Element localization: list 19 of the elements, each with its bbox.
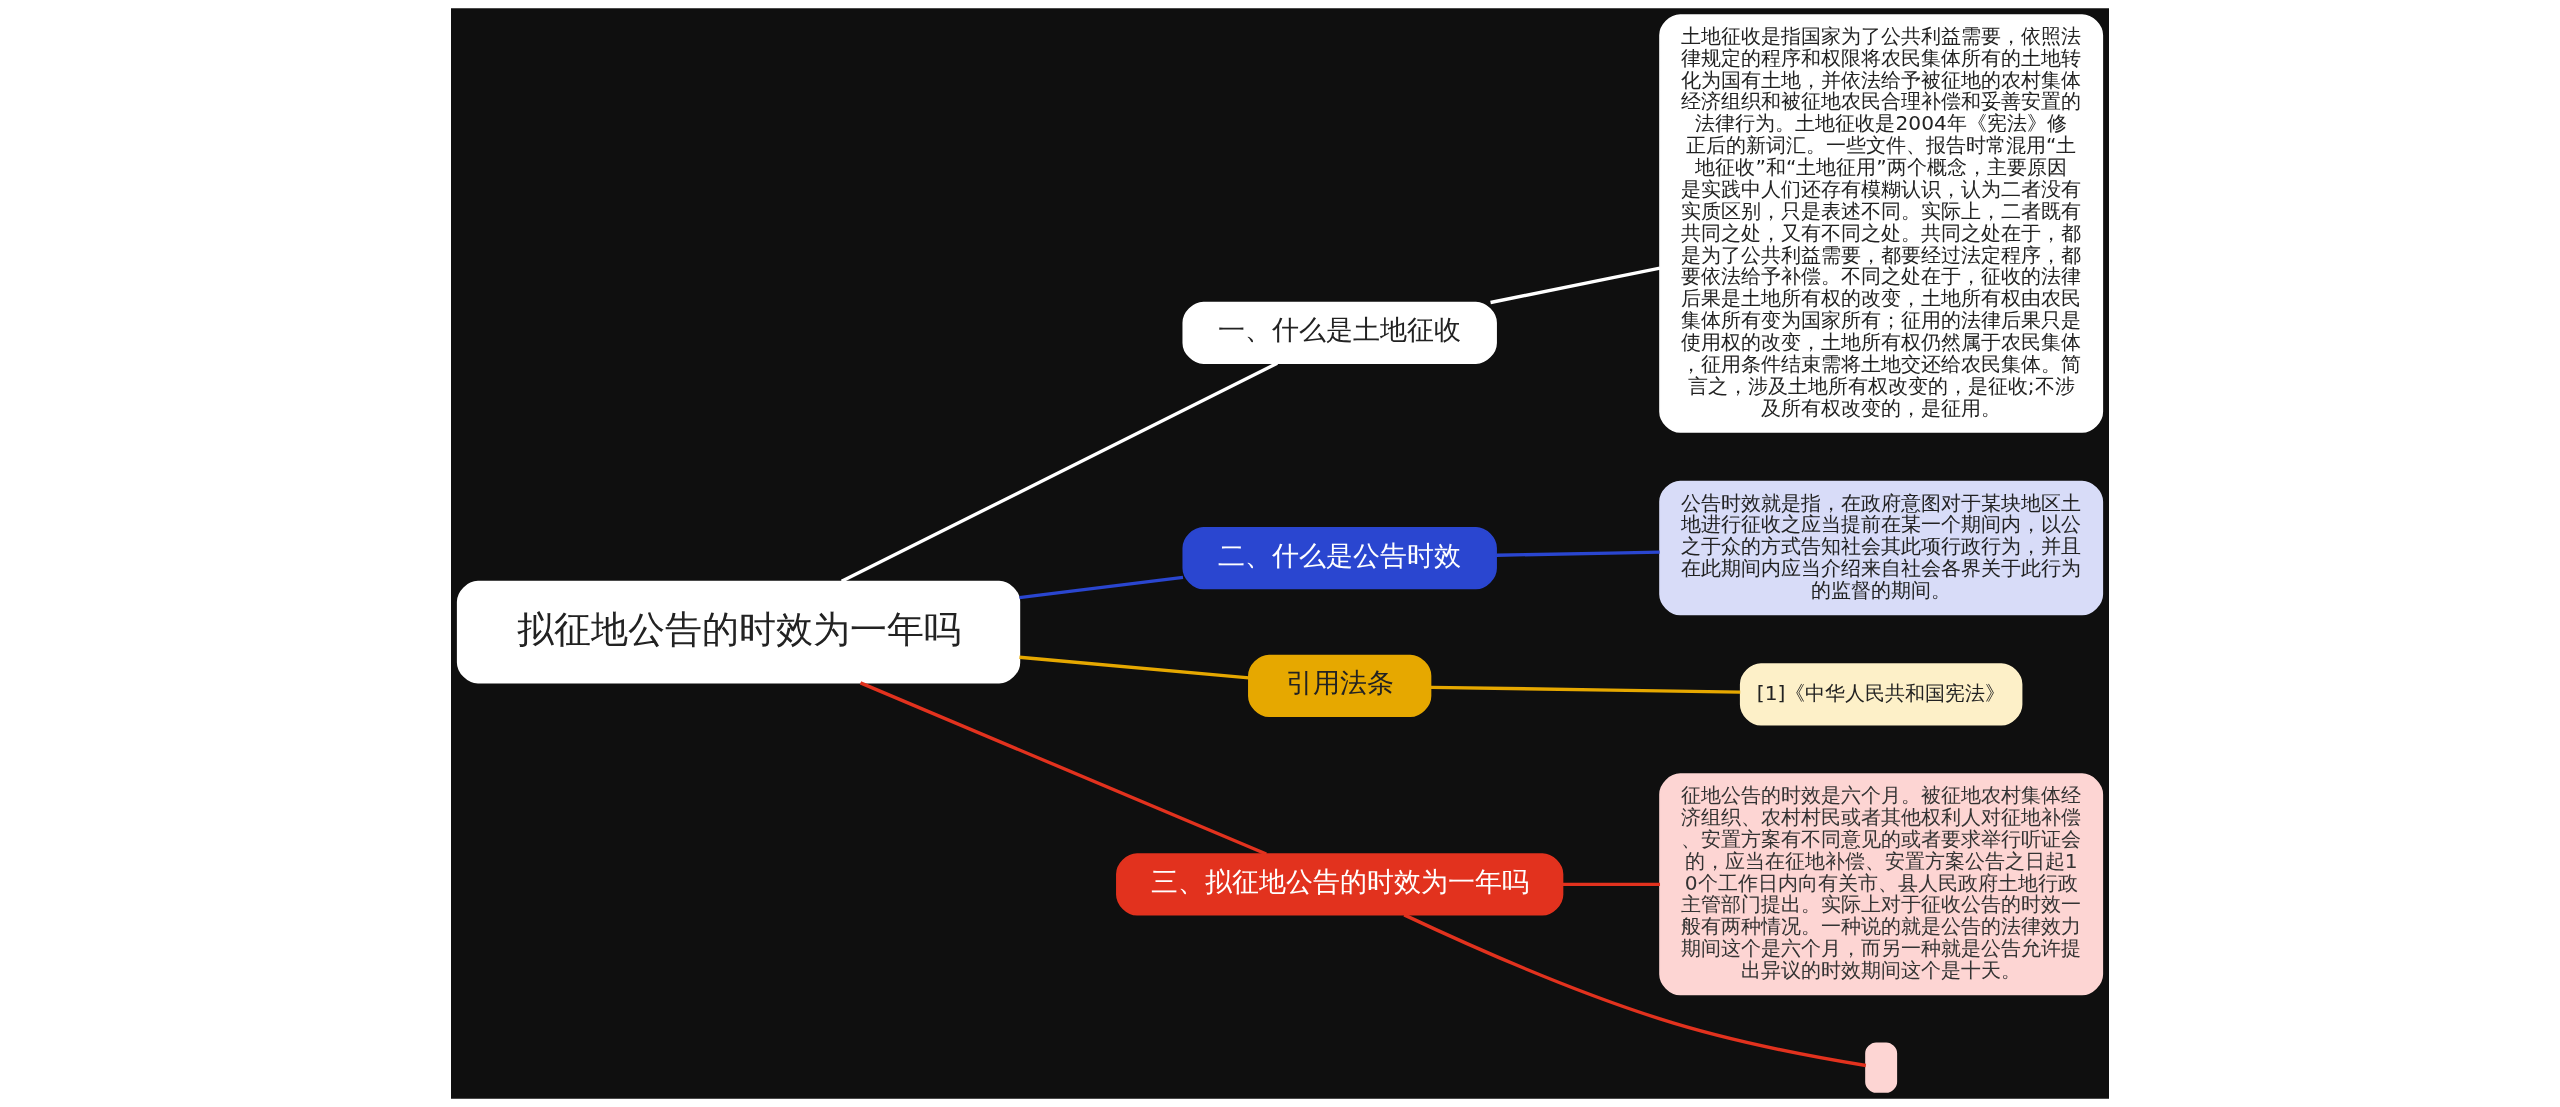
node-box: 土地征收是指国家为了公共利益需要，依照法律规定的程序和权限将农民集体所有的土地转化为国有土地，并依法给予被征地的农村集体经济组织和被征地农民合理补偿和妥善安置的法律行为。土地征收是2004年《宪法》修正后的新词汇。一些文件、报告时常混用“土地征收”和“土地征用”两个概念，主要原因是实践中人们还存有模糊认识，认为二者没有实质区别，只是表述不同。实际上，二者既有共同之处，又有不同之处。共同之处在于，都是为了公共利益需要，都要经过法定程序，都要依法给予补偿。不同之处在于，征收的法律后果是土地所有权的改变，土地所有权由农民集体所有变为国家所有；征用的法律后果只是使用权的改变，土地所有权仍然属于农民集体，征用条件结束需将土地交还给农民集体。简言之，涉及土地所有权改变的，是征收;不涉及所有权改变的，是征用。 — [1659, 14, 2104, 433]
connector — [1019, 575, 1184, 600]
node-box — [1865, 1042, 1898, 1093]
node-box: 引用法条 — [1248, 654, 1432, 718]
connector — [859, 681, 1267, 856]
node-box: 征地公告的时效是六个月。被征地农村集体经济组织、农村村民或者其他权利人对征地补偿、安置方案有不同意见的或者要求举行听证会的，应当在征地补偿、安置方案公告之日起10个工作日内向有关市、县人民政府土地行政主管部门提出。实际上对于征收公告的时效一般有两种情况。一种说的就是公告的法律效力期间这个是六个月，而另一种就是公告允许提出异议的时效期间这个是十天。 — [1659, 773, 2104, 996]
connector — [1019, 655, 1249, 680]
node-box: 拟征地公告的时效为一年吗 — [456, 580, 1021, 684]
connector — [1490, 266, 1661, 305]
node-box: 公告时效就是指，在政府意图对于某块地区土地进行征收之应当提前在某一个期间内，以公之于众的方式告知社会其此项行政行为，并且在此期间内应当介绍来自社会各界关于此行为的监督的期间。 — [1659, 480, 2104, 616]
connector — [1403, 913, 1867, 1068]
connector — [1562, 882, 1660, 886]
node-box: 二、什么是公告时效 — [1182, 527, 1497, 590]
connector — [1430, 685, 1741, 694]
node-box: 三、拟征地公告的时效为一年吗 — [1116, 853, 1564, 916]
connector — [1496, 550, 1660, 557]
node-box: 一、什么是土地征收 — [1182, 301, 1497, 364]
node-box: [1]《中华人民共和国宪法》 — [1739, 663, 2023, 726]
connector — [840, 361, 1278, 583]
